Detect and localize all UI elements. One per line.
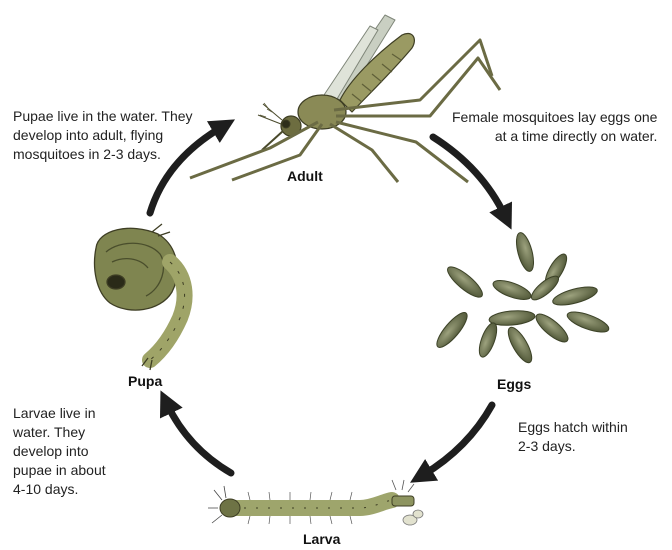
- stage-label-eggs: Eggs: [497, 376, 531, 392]
- arrow-adult-to-eggs: [433, 137, 505, 216]
- note-line: 2-3 days.: [518, 437, 628, 456]
- arrow-eggs-to-larva: [423, 405, 492, 475]
- arrow-larva-to-pupa: [167, 404, 231, 473]
- adult-mosquito-illustration: [190, 15, 500, 182]
- stage-label-larva: Larva: [303, 531, 340, 547]
- eggs-illustration: [432, 231, 611, 366]
- note-line: 4-10 days.: [13, 480, 106, 499]
- note-larvae: Larvae live in water. They develop into …: [13, 404, 106, 499]
- note-line: Female mosquitoes lay eggs one: [452, 108, 657, 127]
- note-line: Pupae live in the water. They: [13, 107, 193, 126]
- note-line: develop into adult, flying: [13, 126, 193, 145]
- note-pupae: Pupae live in the water. They develop in…: [13, 107, 193, 164]
- larva-illustration: [208, 480, 423, 525]
- note-line: develop into: [13, 442, 106, 461]
- note-line: Larvae live in: [13, 404, 106, 423]
- pupa-illustration: [95, 224, 185, 370]
- note-eggs-hatch: Eggs hatch within 2-3 days.: [518, 418, 628, 456]
- note-female-lay-eggs: Female mosquitoes lay eggs one at a time…: [452, 108, 657, 146]
- stage-label-adult: Adult: [287, 168, 323, 184]
- note-line: mosquitoes in 2-3 days.: [13, 145, 193, 164]
- note-line: pupae in about: [13, 461, 106, 480]
- stage-label-pupa: Pupa: [128, 373, 162, 389]
- note-line: Eggs hatch within: [518, 418, 628, 437]
- note-line: water. They: [13, 423, 106, 442]
- note-line: at a time directly on water.: [452, 127, 657, 146]
